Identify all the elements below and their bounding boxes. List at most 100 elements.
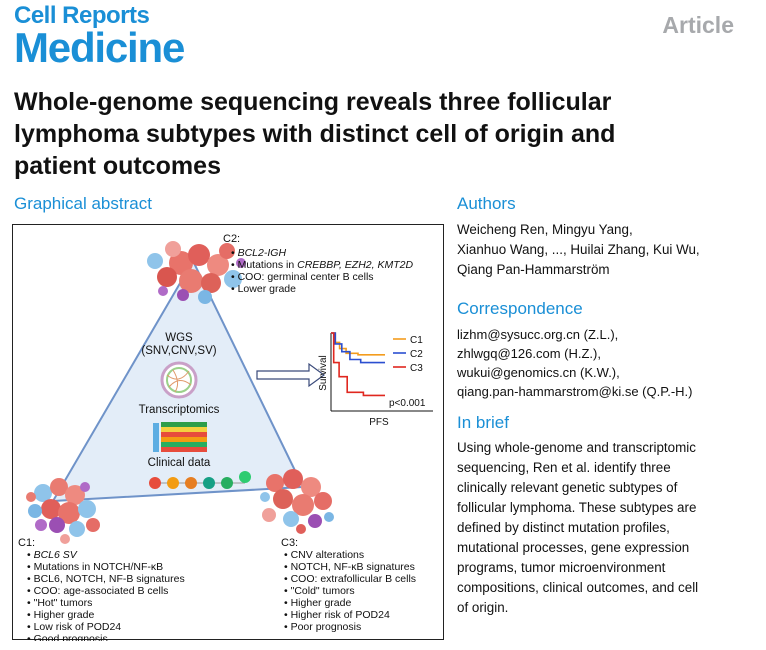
journal-name-line2: Medicine [14, 24, 185, 71]
in-brief-line: of origin. [457, 600, 509, 615]
survival-pvalue: p<0.001 [389, 398, 426, 409]
journal-name-line1: Cell Reports [14, 2, 150, 29]
in-brief-line: Using whole-genome and transcriptomic [457, 440, 696, 455]
svg-text:• "Hot" tumors: • "Hot" tumors [27, 597, 92, 609]
svg-text:C3:: C3: [281, 537, 298, 549]
svg-text:• Good prognosis: • Good prognosis [27, 633, 108, 641]
in-brief-line: follicular lymphoma. These subtypes are [457, 500, 697, 515]
authors-line: Xianhuo Wang, ..., Huilai Zhang, Kui Wu, [457, 242, 700, 257]
in-brief-line: mutational processes, gene expression [457, 540, 690, 555]
legend-label-c2: C2 [410, 349, 423, 360]
c1-item: COO: age-associated B cells [34, 585, 169, 597]
survival-curve-c3 [331, 332, 385, 397]
c1-item: Good prognosis [34, 633, 108, 641]
svg-text:C1:: C1: [18, 537, 35, 549]
in-brief-section: In brief Using whole-genome and transcri… [457, 413, 757, 618]
arrow-to-survival-plot [256, 362, 326, 388]
svg-text:• COO: age-associated B cells: • COO: age-associated B cells [27, 585, 168, 597]
svg-text:• Low risk of POD24: • Low risk of POD24 [27, 621, 121, 633]
correspondence-section: Correspondence lizhm@sysucc.org.cn (Z.L.… [457, 299, 757, 401]
survival-curve-c2 [331, 332, 385, 364]
authors-line: Qiang Pan-Hammarström [457, 262, 610, 277]
correspondence-email[interactable]: wukui@genomics.cn (K.W.), [457, 365, 620, 380]
c2-item: BCL2-IGH [238, 247, 287, 259]
svg-text:• COO: germinal center B cells: • COO: germinal center B cells [231, 271, 374, 283]
c3-item: NOTCH, NF-κB signatures [291, 561, 415, 573]
svg-text:• NOTCH, NF-κB signatures: • NOTCH, NF-κB signatures [284, 561, 415, 573]
svg-text:• Poor prognosis: • Poor prognosis [284, 621, 361, 633]
correspondence-email[interactable]: lizhm@sysucc.org.cn (Z.L.), [457, 327, 619, 342]
c1-item: Mutations in NOTCH/NF-κB [34, 561, 164, 573]
title-line: Whole-genome sequencing reveals three fo… [14, 88, 612, 116]
svg-text:• BCL6 SV: • BCL6 SV [27, 549, 78, 561]
c1-item: "Hot" tumors [34, 597, 93, 609]
title-line: lymphoma subtypes with distinct cell of … [14, 120, 616, 148]
c1-item: BCL6 SV [34, 549, 78, 561]
clinical-data-label: Clinical data [148, 457, 211, 469]
correspondence-heading: Correspondence [457, 299, 583, 318]
title-line: patient outcomes [14, 152, 221, 180]
svg-text:• BCL2-IGH: • BCL2-IGH [231, 247, 286, 259]
circos-plot-icon [160, 361, 198, 399]
legend-label-c3: C3 [410, 363, 423, 374]
correspondence-email[interactable]: qiang.pan-hammarstrom@ki.se (Q.P.-H.) [457, 384, 693, 399]
authors-text: Weicheng Ren, Mingyu Yang, Xianhuo Wang,… [457, 220, 757, 280]
heatmap-icon [153, 422, 207, 452]
authors-line: Weicheng Ren, Mingyu Yang, [457, 222, 633, 237]
c2-item: Lower grade [238, 283, 297, 295]
in-brief-heading: In brief [457, 413, 509, 432]
journal-logo: Cell Reports Medicine [14, 2, 185, 71]
in-brief-line: programs, tumor microenvironment [457, 560, 666, 575]
survival-ylabel: Survival [318, 355, 329, 391]
c3-item: "Cold" tumors [291, 585, 355, 597]
legend-label-c1: C1 [410, 335, 423, 346]
svg-text:• Mutations in CREBBP, EZH2, K: • Mutations in CREBBP, EZH2, KMT2D [231, 259, 413, 271]
transcriptomics-label: Transcriptomics [139, 404, 220, 416]
svg-text:• Mutations in NOTCH/NF-κB: • Mutations in NOTCH/NF-κB [27, 561, 163, 573]
svg-text:• Higher risk of POD24: • Higher risk of POD24 [284, 609, 390, 621]
c2-item: Mutations in [238, 259, 298, 271]
c3-item: Higher grade [291, 597, 352, 609]
survival-plot: Survival PFS p<0.001 C1 C2 C3 [318, 332, 433, 428]
svg-text:• Higher grade: • Higher grade [27, 609, 94, 621]
in-brief-text: Using whole-genome and transcriptomic se… [457, 438, 757, 618]
c3-item: COO: extrafollicular B cells [291, 573, 416, 585]
svg-text:• Higher grade: • Higher grade [284, 597, 351, 609]
article-type-label: Article [662, 12, 734, 38]
c2-cell-cluster [147, 241, 246, 304]
authors-section: Authors Weicheng Ren, Mingyu Yang, Xianh… [457, 194, 757, 280]
c3-cell-cluster [260, 469, 334, 534]
c1-item: Low risk of POD24 [34, 621, 122, 633]
svg-text:C2:: C2: [223, 233, 240, 245]
c2-label: C2: [223, 233, 240, 245]
graphical-abstract-heading: Graphical abstract [14, 194, 152, 213]
svg-text:• "Cold" tumors: • "Cold" tumors [284, 585, 355, 597]
svg-text:• BCL6, NOTCH, NF-B signatures: • BCL6, NOTCH, NF-B signatures [27, 573, 185, 585]
c1-item: Higher grade [34, 609, 95, 621]
c3-item: CNV alterations [291, 549, 365, 561]
in-brief-line: sequencing, Ren et al. identify three [457, 460, 671, 475]
c1-item: BCL6, NOTCH, NF-B signatures [34, 573, 185, 585]
in-brief-line: defined by distinct mutation profiles, [457, 520, 670, 535]
graphical-abstract: C2: • BCL2-IGH • Mutations in CREBBP, EZ… [12, 224, 444, 641]
svg-text:• CNV alterations: • CNV alterations [284, 549, 364, 561]
in-brief-line: compositions, clinical outcomes, and cel… [457, 580, 699, 595]
c3-item: Poor prognosis [291, 621, 362, 633]
c2-item: COO: germinal center B cells [238, 271, 374, 283]
in-brief-line: clinically relevant genetic subtypes of [457, 480, 678, 495]
c3-label: C3: [281, 537, 298, 549]
clinical-icons-row [149, 471, 251, 489]
survival-xlabel: PFS [369, 417, 389, 428]
paper-title: Whole-genome sequencing reveals three fo… [14, 86, 754, 182]
authors-heading: Authors [457, 194, 516, 213]
wgs-label: WGS [165, 332, 193, 344]
svg-text:• COO: extrafollicular B cells: • COO: extrafollicular B cells [284, 573, 416, 585]
c1-cell-cluster [26, 478, 100, 544]
c2-item: CREBBP, EZH2, KMT2D [297, 259, 413, 271]
c1-label: C1: [18, 537, 35, 549]
graphical-abstract-figure: C2: • BCL2-IGH • Mutations in CREBBP, EZ… [18, 233, 433, 641]
correspondence-text: lizhm@sysucc.org.cn (Z.L.), zhlwgq@126.c… [457, 325, 757, 401]
correspondence-email[interactable]: zhlwgq@126.com (H.Z.), [457, 346, 601, 361]
wgs-sub-label: (SNV,CNV,SV) [141, 345, 216, 357]
svg-text:• Lower grade: • Lower grade [231, 283, 296, 295]
